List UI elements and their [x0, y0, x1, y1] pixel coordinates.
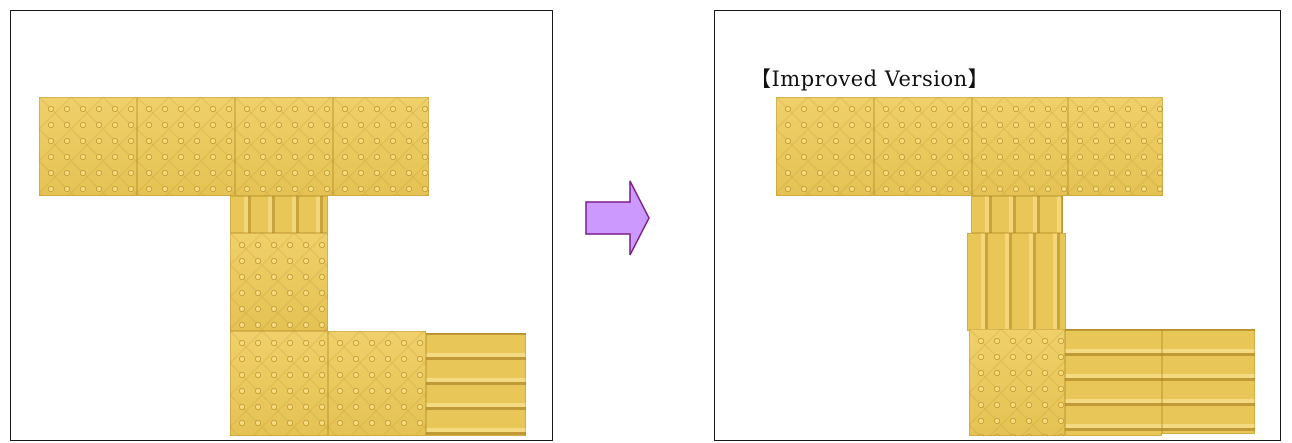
dot-block-top-2 [874, 97, 972, 196]
improved-layout-panel: 【Improved Version】 [714, 10, 1281, 441]
line-block-short [230, 196, 328, 233]
dot-block-top-4 [333, 97, 429, 196]
right-arrow-icon [585, 180, 650, 256]
line-block-column [967, 233, 1066, 331]
dot-block-column-2 [230, 331, 328, 436]
original-layout-panel [10, 10, 553, 441]
dot-block-top-3 [235, 97, 333, 196]
line-block-bottom-1 [1065, 329, 1162, 436]
dot-block-bottom-1 [328, 331, 426, 436]
line-block-bottom-2 [1162, 329, 1255, 434]
dot-block-top-1 [776, 97, 874, 196]
dot-block-top-1 [39, 97, 137, 196]
dot-block-column-1 [230, 233, 328, 331]
line-block-short [971, 196, 1063, 233]
dot-block-top-3 [972, 97, 1068, 196]
dot-block-top-2 [137, 97, 235, 196]
dot-block-bottom-1 [969, 329, 1065, 436]
improved-version-title: 【Improved Version】 [750, 67, 990, 91]
line-block-bottom-1 [426, 333, 526, 436]
dot-block-top-4 [1068, 97, 1163, 196]
